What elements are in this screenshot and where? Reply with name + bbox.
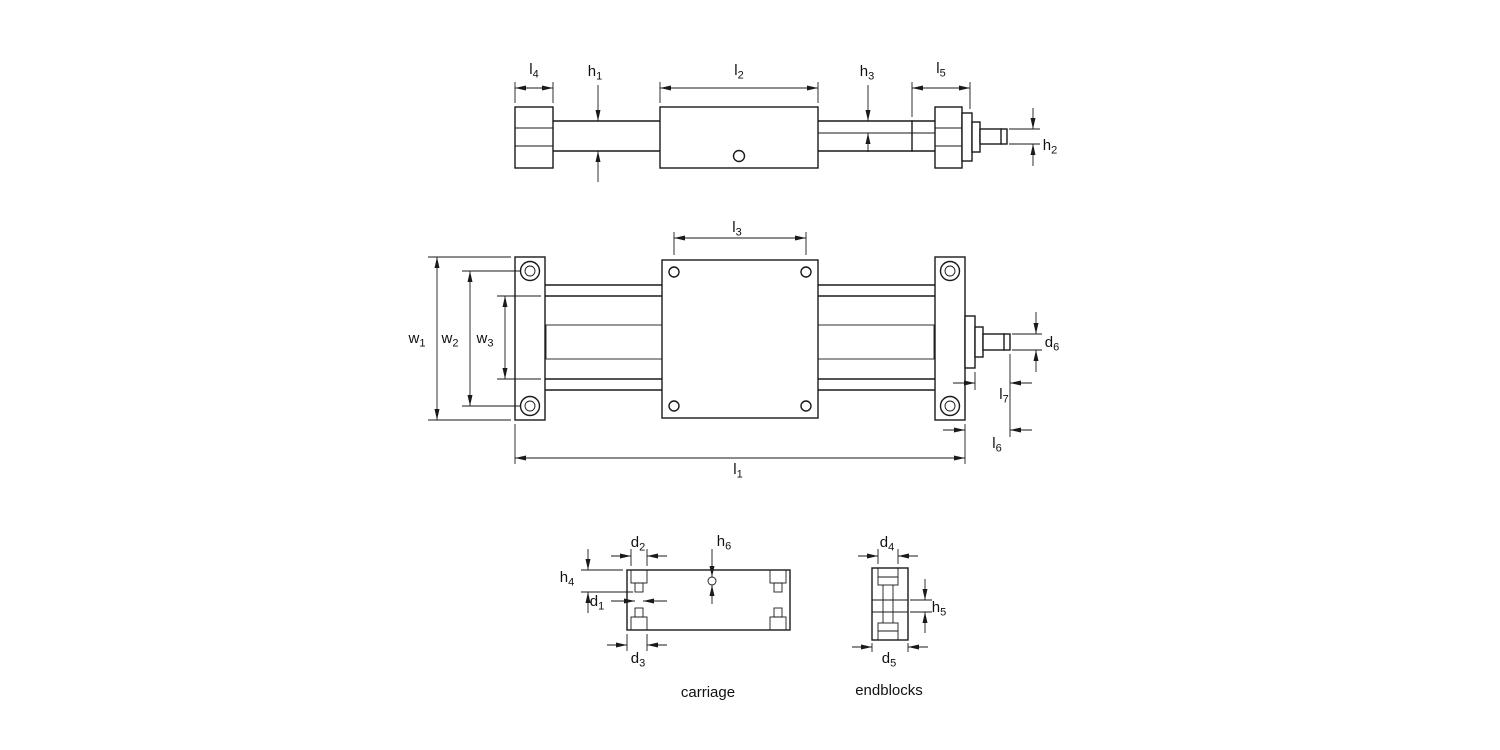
dimension-h2 (1009, 108, 1040, 166)
endblock-bolt-hole (939, 395, 961, 417)
dim-label-d4: d4 (880, 534, 894, 554)
dim-label-w1: w1 (408, 330, 426, 350)
dim-label-l6: l6 (992, 435, 1001, 455)
dim-label-l2: l2 (734, 62, 743, 82)
caption-endblocks: endblocks (855, 682, 923, 699)
side-shaft-flange (961, 112, 973, 162)
plan-shaft-step (974, 326, 984, 358)
caption-carriage: carriage (681, 684, 735, 701)
dim-label-l3: l3 (732, 219, 741, 239)
carriage-mounting-hole (668, 266, 680, 278)
endblocks-bottom-view (871, 567, 909, 641)
carriage-bottom-view (626, 569, 791, 631)
dimension-d6 (1012, 312, 1042, 372)
dim-label-h4: h4 (560, 569, 574, 589)
side-left-endblock (514, 106, 554, 169)
dimension-d2 (611, 549, 667, 566)
dimension-l3 (673, 232, 807, 255)
dimension-h5 (910, 579, 932, 633)
side-shaft-step (971, 121, 981, 153)
dim-label-l4: l4 (529, 61, 538, 81)
side-view-dimensions (514, 82, 1040, 182)
endblocks-bottom-dimensions (852, 549, 932, 652)
endblock-bolt-hole (939, 260, 961, 282)
endblock-bottom-body (871, 567, 909, 641)
plan-carriage-plate (661, 259, 819, 419)
dim-label-h3: h3 (860, 63, 874, 83)
dim-label-l7: l7 (999, 386, 1008, 406)
plan-right-endblock (934, 256, 966, 421)
dimension-l1 (514, 424, 966, 464)
dim-label-d2: d2 (631, 534, 645, 554)
dim-label-d3: d3 (631, 650, 645, 670)
dimension-w1 (428, 256, 511, 421)
endblock-bolt-hole (519, 260, 541, 282)
plan-view-dimensions (428, 232, 1042, 464)
dimension-d4 (858, 549, 918, 564)
dim-label-h5: h5 (932, 599, 946, 619)
carriage-mounting-hole (668, 400, 680, 412)
dimension-w2 (462, 270, 520, 407)
carriage-bottom-dimensions (581, 549, 715, 651)
plan-drive-shaft (982, 333, 1011, 351)
dim-label-d1: d1 (590, 593, 604, 613)
plan-shaft-flange (964, 315, 976, 369)
dim-label-h1: h1 (588, 63, 602, 83)
dimension-l7 (953, 354, 1032, 437)
dim-label-h2: h2 (1043, 137, 1057, 157)
dim-label-l1: l1 (733, 461, 742, 481)
dim-label-d6: d6 (1045, 334, 1059, 354)
dim-label-l5: l5 (936, 60, 945, 80)
carriage-mounting-hole (800, 400, 812, 412)
dimension-d3 (607, 634, 667, 651)
side-carriage-hole (732, 149, 746, 163)
view-captions: carriage endblocks (681, 682, 923, 701)
dimension-d5 (852, 643, 928, 652)
side-carriage (659, 106, 819, 169)
plan-view (514, 256, 1011, 421)
dimension-l5 (911, 82, 971, 117)
plan-left-endblock (514, 256, 546, 421)
dimension-w3 (497, 295, 541, 380)
dim-label-w2: w2 (441, 330, 459, 350)
carriage-mounting-hole (800, 266, 812, 278)
dimension-labels: l4 h1 l2 h3 l5 h2 l3 w1 w2 w3 d6 l7 l6 l… (408, 60, 1060, 670)
dimension-h4 (581, 549, 633, 613)
endblock-bolt-hole (519, 395, 541, 417)
side-view (514, 106, 1008, 169)
dimension-l2 (659, 82, 819, 103)
dim-label-h6: h6 (717, 533, 731, 553)
dim-label-d5: d5 (882, 650, 896, 670)
dim-label-w3: w3 (476, 330, 494, 350)
dimension-l4 (514, 82, 554, 103)
side-right-endblock (934, 106, 963, 169)
side-drive-shaft (979, 128, 1008, 145)
